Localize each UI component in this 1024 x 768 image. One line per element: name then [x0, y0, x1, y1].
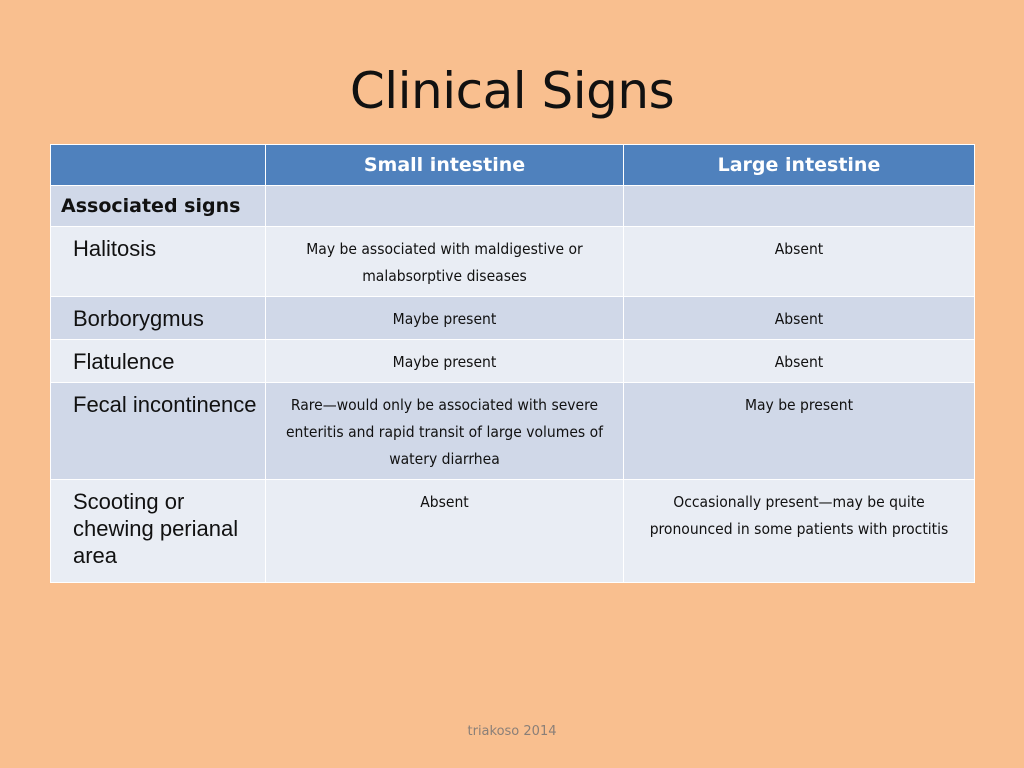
- clinical-signs-table: Small intestine Large intestine Associat…: [50, 144, 975, 583]
- cell-large-intestine: Occasionally present—may be quite pronou…: [623, 479, 975, 583]
- header-large-intestine: Large intestine: [623, 144, 975, 186]
- row-label-flatulence: Flatulence: [50, 339, 266, 383]
- cell-large-intestine: Absent: [623, 226, 975, 297]
- row-label-halitosis: Halitosis: [50, 226, 266, 297]
- section-label-associated-signs: Associated signs: [50, 185, 266, 227]
- footer-credit: triakoso 2014: [467, 724, 557, 739]
- slide-title: Clinical Signs: [349, 62, 675, 120]
- cell-small-intestine: Absent: [265, 479, 624, 583]
- section-row: Associated signs: [50, 185, 975, 227]
- table-row: Halitosis May be associated with maldige…: [50, 226, 975, 297]
- table-row: Flatulence Maybe present Absent: [50, 339, 975, 383]
- cell-small-intestine: Maybe present: [265, 339, 624, 383]
- cell-small-intestine: Rare—would only be associated with sever…: [265, 382, 624, 480]
- row-label-borborygmus: Borborygmus: [50, 296, 266, 340]
- cell-large-intestine: Absent: [623, 339, 975, 383]
- section-empty-cell: [623, 185, 975, 227]
- cell-small-intestine: May be associated with maldigestive or m…: [265, 226, 624, 297]
- table-row: Fecal incontinence Rare—would only be as…: [50, 382, 975, 480]
- row-label-fecal-incontinence: Fecal incontinence: [50, 382, 266, 480]
- table-row: Scooting or chewing perianal area Absent…: [50, 479, 975, 583]
- cell-large-intestine: Absent: [623, 296, 975, 340]
- table-header-row: Small intestine Large intestine: [50, 144, 975, 186]
- row-label-scooting: Scooting or chewing perianal area: [50, 479, 266, 583]
- header-small-intestine: Small intestine: [265, 144, 624, 186]
- table-row: Borborygmus Maybe present Absent: [50, 296, 975, 340]
- header-empty-cell: [50, 144, 266, 186]
- cell-large-intestine: May be present: [623, 382, 975, 480]
- cell-small-intestine: Maybe present: [265, 296, 624, 340]
- section-empty-cell: [265, 185, 624, 227]
